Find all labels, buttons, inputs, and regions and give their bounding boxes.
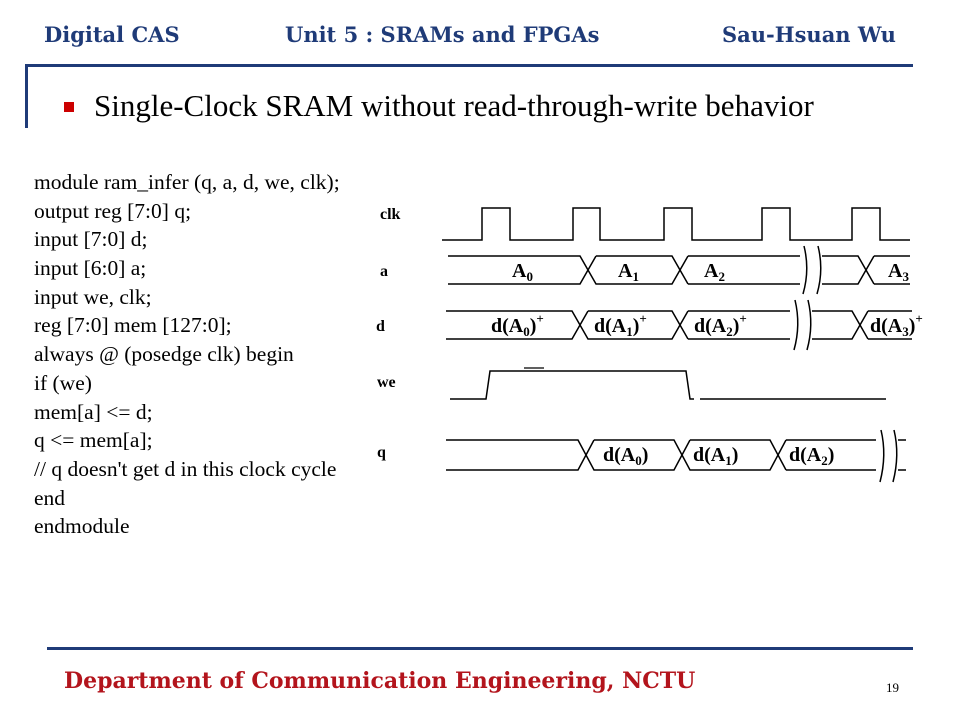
- code-line: if (we): [34, 370, 92, 395]
- code-line: mem[a] <= d;: [34, 399, 153, 424]
- data-value-3: d(A3)+: [870, 311, 923, 339]
- q-value-0: d(A0): [603, 444, 648, 468]
- code-line: q <= mem[a];: [34, 428, 153, 453]
- header-rule-left: [25, 64, 28, 128]
- data-bus: [446, 310, 912, 340]
- header-unit: Unit 5 : SRAMs and FPGAs: [285, 22, 600, 47]
- q-value-1: d(A1): [693, 444, 738, 468]
- code-line: input we, clk;: [34, 284, 152, 309]
- code-line: input [7:0] d;: [34, 227, 148, 252]
- signal-label-d: d: [376, 318, 385, 335]
- page-number: 19: [886, 680, 899, 695]
- header-rule: [25, 64, 913, 67]
- code-line: always @ (posedge clk) begin: [34, 342, 294, 367]
- slide-title: Single-Clock SRAM without read-through-w…: [94, 88, 814, 123]
- data-value-0: d(A0)+: [491, 311, 544, 339]
- footer-rule: [47, 647, 913, 650]
- title-bullet: [64, 102, 74, 112]
- we-waveform: [450, 367, 886, 400]
- address-break-mark: [801, 245, 822, 295]
- data-break-mark: [791, 299, 812, 351]
- data-value-2: d(A2)+: [694, 311, 747, 339]
- header-course: Digital CAS: [44, 22, 180, 47]
- signal-label-q: q: [377, 444, 386, 461]
- footer-department: Department of Communication Engineering,…: [64, 668, 696, 694]
- address-value-1: A1: [618, 260, 639, 284]
- code-line: input [6:0] a;: [34, 256, 147, 281]
- verilog-code-block: module ram_infer (q, a, d, we, clk); out…: [34, 168, 340, 541]
- address-bus: [448, 255, 910, 285]
- clk-waveform: [442, 207, 910, 241]
- address-value-2: A2: [704, 260, 725, 284]
- signal-label-a: a: [380, 263, 388, 280]
- address-value-3: A3: [888, 260, 909, 284]
- code-line: // q doesn't get d in this clock cycle: [34, 456, 337, 481]
- code-line: endmodule: [34, 514, 130, 539]
- data-value-1: d(A1)+: [594, 311, 647, 339]
- code-line: reg [7:0] mem [127:0];: [34, 313, 232, 338]
- q-bus: [446, 439, 906, 471]
- code-line: output reg [7:0] q;: [34, 198, 192, 223]
- code-line: module ram_infer (q, a, d, we, clk);: [34, 170, 340, 194]
- header-author: Sau-Hsuan Wu: [722, 22, 896, 47]
- signal-label-we: we: [377, 374, 396, 391]
- signal-label-clk: clk: [380, 206, 401, 223]
- q-value-2: d(A2): [789, 444, 834, 468]
- code-line: end: [34, 485, 66, 510]
- address-value-0: A0: [512, 260, 533, 284]
- q-break-mark: [877, 429, 898, 483]
